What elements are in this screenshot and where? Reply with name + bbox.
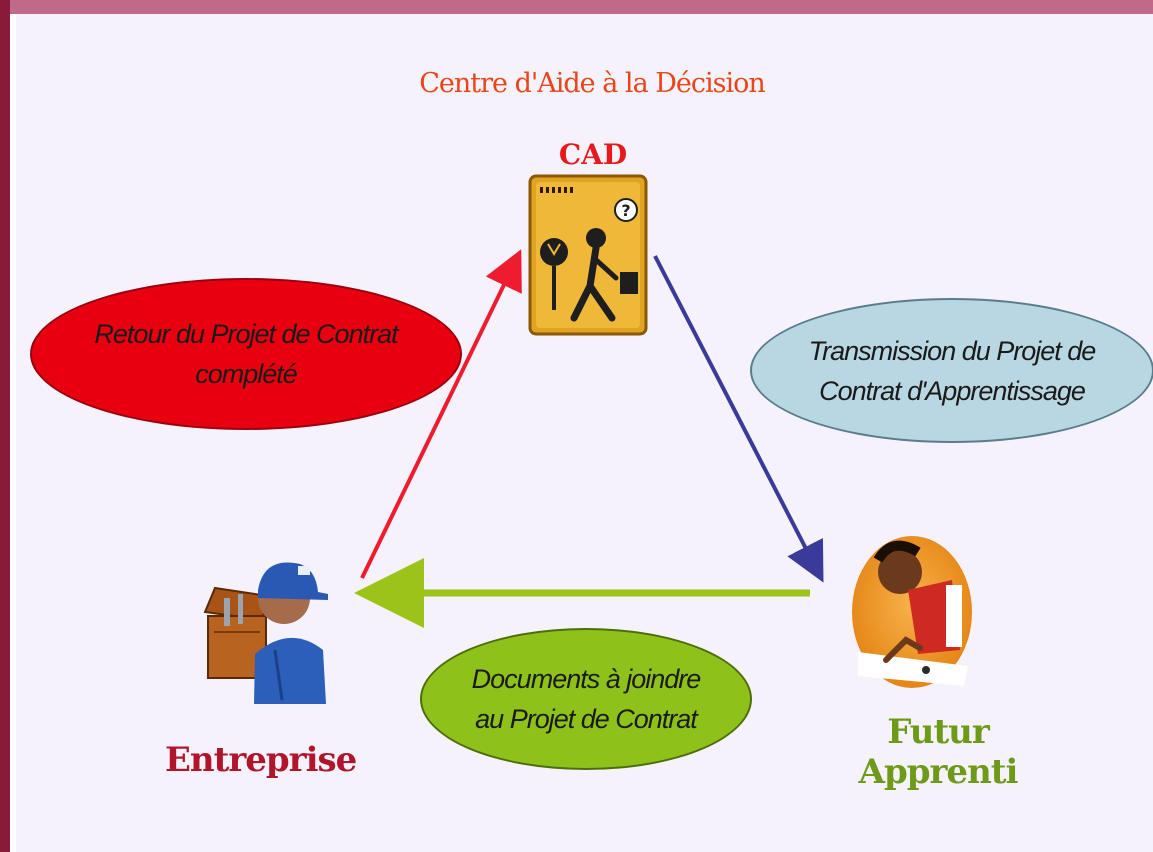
flow-transmission-line2: Contrat d'Apprentissage [819, 375, 1086, 406]
flow-documents-ellipse: Documents à joindre au Projet de Contrat [420, 628, 752, 770]
svg-text:?: ? [621, 201, 630, 220]
diagram-title: Centre d'Aide à la Décision [419, 68, 766, 99]
decision-person-icon: ? [528, 174, 648, 336]
flow-retour-line1: Retour du Projet de Contrat [94, 319, 398, 349]
worker-toolbox-icon [203, 562, 328, 704]
student-writing-icon [852, 536, 972, 688]
left-border [0, 0, 10, 852]
flow-transmission-line1: Transmission du Projet de [808, 335, 1097, 366]
cad-label: CAD [558, 138, 628, 171]
apprenti-label: Futur Apprenti [858, 712, 1019, 792]
entreprise-label: Entreprise [165, 740, 357, 780]
arrow-transmission [653, 255, 824, 583]
arrow-retour [360, 249, 522, 579]
flow-transmission-ellipse: Transmission du Projet de Contrat d'Appr… [750, 298, 1153, 443]
flow-retour-ellipse: Retour du Projet de Contrat complété [30, 278, 462, 430]
top-border [0, 0, 1153, 14]
flow-documents-line2: au Projet de Contrat [475, 704, 698, 734]
flow-documents-line1: Documents à joindre [471, 664, 702, 694]
left-margin [10, 14, 16, 852]
flow-retour-line2: complété [195, 359, 298, 389]
